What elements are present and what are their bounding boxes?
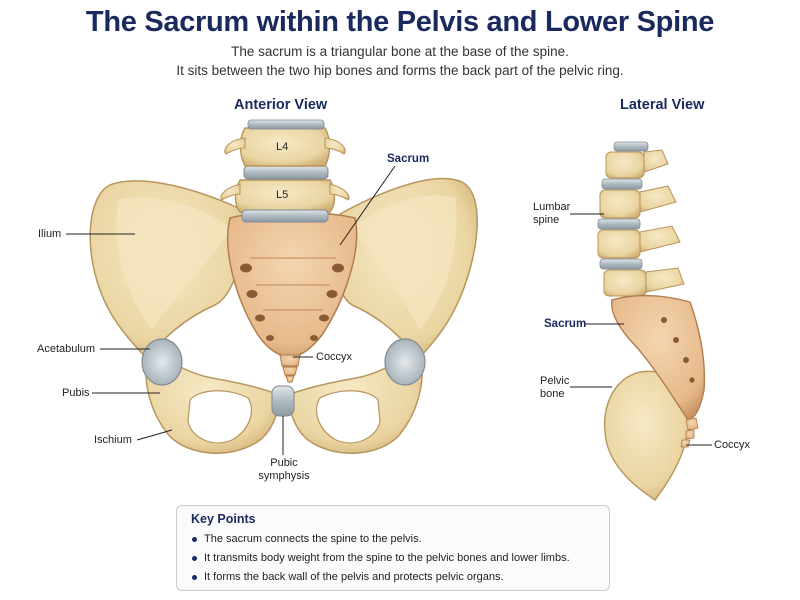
anterior-view-title: Anterior View: [234, 97, 328, 113]
anterior-leader-lines: [66, 165, 396, 455]
key-point-item: It forms the back wall of the pelvis and…: [191, 568, 595, 587]
key-points-box: Key Points The sacrum connects the spine…: [176, 505, 610, 591]
label-ischium: Ischium: [94, 434, 132, 446]
label-pelvic-bone: Pelvic bone: [540, 375, 569, 401]
label-coccyx: Coccyx: [316, 351, 353, 363]
left-obturator-foramen: [187, 390, 253, 444]
key-points-list: The sacrum connects the spine to the pel…: [191, 530, 595, 587]
label-sacrum: Sacrum: [387, 153, 430, 165]
subtitle-line-1: The sacrum is a triangular bone at the b…: [231, 44, 569, 59]
label-l4: L4: [276, 141, 289, 153]
label-l5: L5: [276, 189, 289, 201]
lateral-spine: [597, 141, 706, 501]
page-title: The Sacrum within the Pelvis and Lower S…: [85, 6, 715, 38]
lateral-l4: [603, 269, 647, 297]
label-acetabulum: Acetabulum: [37, 343, 96, 355]
label-lumbar-line1: Lumbar: [533, 201, 571, 213]
l4-l5-disc: [243, 165, 329, 180]
label-lateral-sacrum: Sacrum: [544, 318, 587, 330]
coccyx-bone: [279, 354, 301, 367]
label-lumbar-line2: spine: [533, 214, 560, 226]
key-point-item: The sacrum connects the spine to the pel…: [191, 530, 595, 549]
label-pelvic-line2: bone: [540, 388, 565, 400]
right-obturator-foramen: [315, 390, 381, 444]
key-point-item: It transmits body weight from the spine …: [191, 549, 595, 568]
l5-s1-disc: [241, 209, 329, 223]
right-acetabulum-cup: [384, 338, 426, 386]
lateral-l1: [605, 151, 645, 179]
label-pubic-symphysis-line1: Pubic: [270, 457, 298, 469]
subtitle-line-2: It sits between the two hip bones and fo…: [176, 63, 624, 78]
lateral-leader-lines: [570, 213, 712, 446]
left-acetabulum-cup: [141, 338, 183, 386]
lateral-view-title: Lateral View: [620, 97, 705, 113]
key-points-title: Key Points: [191, 512, 256, 526]
label-pubis: Pubis: [62, 387, 90, 399]
label-pubic-symphysis-line2: symphysis: [258, 470, 310, 482]
anterior-pelvis: [89, 119, 478, 454]
label-ilium: Ilium: [38, 228, 62, 240]
label-lateral-coccyx: Coccyx: [714, 439, 751, 451]
lateral-sacrum: [611, 294, 706, 421]
lateral-l3: [597, 229, 641, 259]
pubic-symphysis-cartilage: [271, 385, 295, 417]
label-pelvic-line1: Pelvic: [540, 375, 570, 387]
label-pubic-symphysis: Pubic symphysis: [256, 457, 312, 483]
label-lumbar-spine: Lumbar spine: [533, 201, 570, 227]
lateral-l2: [599, 189, 641, 219]
